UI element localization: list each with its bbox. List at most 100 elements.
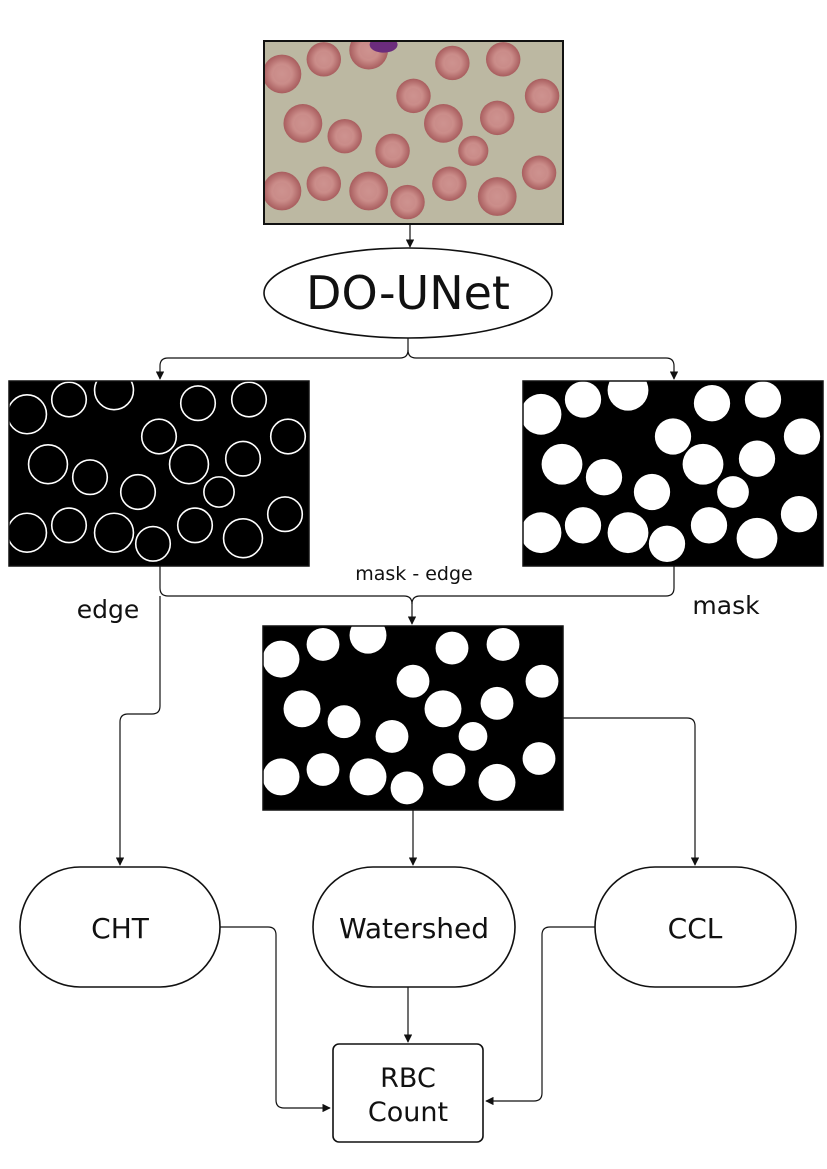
edge-contour xyxy=(71,459,109,496)
mask-blob xyxy=(541,443,583,485)
edge-contour xyxy=(203,476,235,508)
rbc-cell-center xyxy=(495,51,511,68)
connector-difference-to-ccl xyxy=(563,717,700,866)
watershed-node[interactable]: Watershed xyxy=(312,866,516,988)
model-node[interactable]: DO-UNet xyxy=(263,247,553,339)
mask-map-frame xyxy=(522,380,824,567)
edge-contour xyxy=(168,444,210,485)
difference-blob xyxy=(349,626,387,654)
edge-map xyxy=(9,381,309,566)
rbc-cell-center xyxy=(384,143,401,159)
edge-contour xyxy=(176,507,214,544)
connector-model-to-edge xyxy=(155,338,409,380)
edge-contour xyxy=(230,381,268,418)
difference-blob xyxy=(263,640,300,678)
rbc-cell-center xyxy=(405,88,422,104)
difference-blob xyxy=(396,664,430,698)
stained-cell xyxy=(369,41,398,53)
difference-blob xyxy=(435,631,469,665)
mask-blob xyxy=(523,512,562,554)
mask-blob xyxy=(654,418,692,455)
rbc-cell-center xyxy=(316,175,332,192)
difference-map xyxy=(263,626,563,810)
difference-blob xyxy=(486,627,520,661)
mask-blob xyxy=(564,381,602,418)
model-label: DO-UNet xyxy=(306,266,510,320)
rbc-cell-center xyxy=(294,114,312,133)
mask-blob xyxy=(738,440,776,477)
cht-label: CHT xyxy=(91,912,150,945)
mask-blob xyxy=(736,517,778,559)
rbc-cell-center xyxy=(316,51,332,68)
edge-contour xyxy=(50,381,88,418)
rbc-cell-center xyxy=(466,144,481,158)
mask-blob xyxy=(648,525,686,562)
edge-cells xyxy=(9,381,307,562)
difference-blob xyxy=(283,690,321,728)
input-image-frame xyxy=(263,40,564,225)
edge-contour xyxy=(140,418,178,455)
edge-contour xyxy=(269,418,307,455)
edge-contour xyxy=(50,507,88,544)
mask-blob xyxy=(633,473,671,511)
rbc-count-label-line2: Count xyxy=(368,1097,448,1128)
edge-contour xyxy=(134,525,172,562)
difference-label: mask - edge xyxy=(355,563,473,585)
connector-edge-to-difference xyxy=(159,566,417,625)
difference-blob xyxy=(432,753,466,786)
difference-blob xyxy=(375,719,409,753)
connector-mask-to-difference xyxy=(411,566,675,605)
difference-blob xyxy=(478,763,516,801)
rbc-cell-center xyxy=(531,165,547,181)
mask-blob xyxy=(690,507,728,544)
rbc-cell-center xyxy=(534,88,550,104)
rbc-count-label-line1: RBC xyxy=(380,1063,436,1094)
connector-edge-to-cht xyxy=(115,596,161,866)
mask-map xyxy=(523,381,823,566)
edge-contour xyxy=(222,518,264,559)
difference-blob xyxy=(306,627,340,661)
edge-contour xyxy=(9,512,48,553)
ccl-label: CCL xyxy=(668,912,723,945)
rbc-cell-center xyxy=(273,182,291,200)
rbc-cell-center xyxy=(488,187,506,206)
mask-blob xyxy=(744,381,782,418)
rbc-cell-center xyxy=(399,194,416,210)
mask-blob xyxy=(523,393,562,435)
connector-ccl-to-count xyxy=(485,926,595,1106)
edge-contour xyxy=(224,440,262,477)
difference-blob xyxy=(263,758,300,796)
rbc-count-node[interactable]: RBC Count xyxy=(332,1043,484,1143)
rbc-cell-center xyxy=(434,114,453,133)
edge-contour xyxy=(179,385,217,422)
ccl-node[interactable]: CCL xyxy=(594,866,797,988)
difference-blob xyxy=(327,705,361,739)
rbc-cell-center xyxy=(441,175,458,192)
mask-cells xyxy=(523,381,821,562)
difference-blob xyxy=(349,758,387,796)
mask-blob xyxy=(682,443,724,485)
edge-contour xyxy=(9,394,48,435)
edge-map-frame xyxy=(8,380,310,567)
difference-blob xyxy=(458,722,488,751)
mask-blob xyxy=(607,512,649,554)
cht-node[interactable]: CHT xyxy=(19,866,221,988)
rbc-cell-center xyxy=(444,55,461,71)
difference-blob xyxy=(306,753,340,786)
rbc-cell-center xyxy=(359,182,378,200)
watershed-label: Watershed xyxy=(339,912,489,945)
mask-blob xyxy=(783,418,821,455)
mask-blob xyxy=(693,385,731,422)
mask-blob xyxy=(585,459,623,496)
connector-model-to-mask xyxy=(407,349,679,380)
rbc-cell-center xyxy=(489,110,505,126)
rbc-cell-center xyxy=(273,65,291,83)
mask-blob xyxy=(564,507,602,544)
difference-blob xyxy=(522,742,556,775)
difference-blob xyxy=(424,690,462,728)
difference-cells xyxy=(263,626,559,805)
mask-branch-label: mask xyxy=(692,591,760,620)
difference-blob xyxy=(525,664,559,698)
mask-blob xyxy=(607,381,649,411)
